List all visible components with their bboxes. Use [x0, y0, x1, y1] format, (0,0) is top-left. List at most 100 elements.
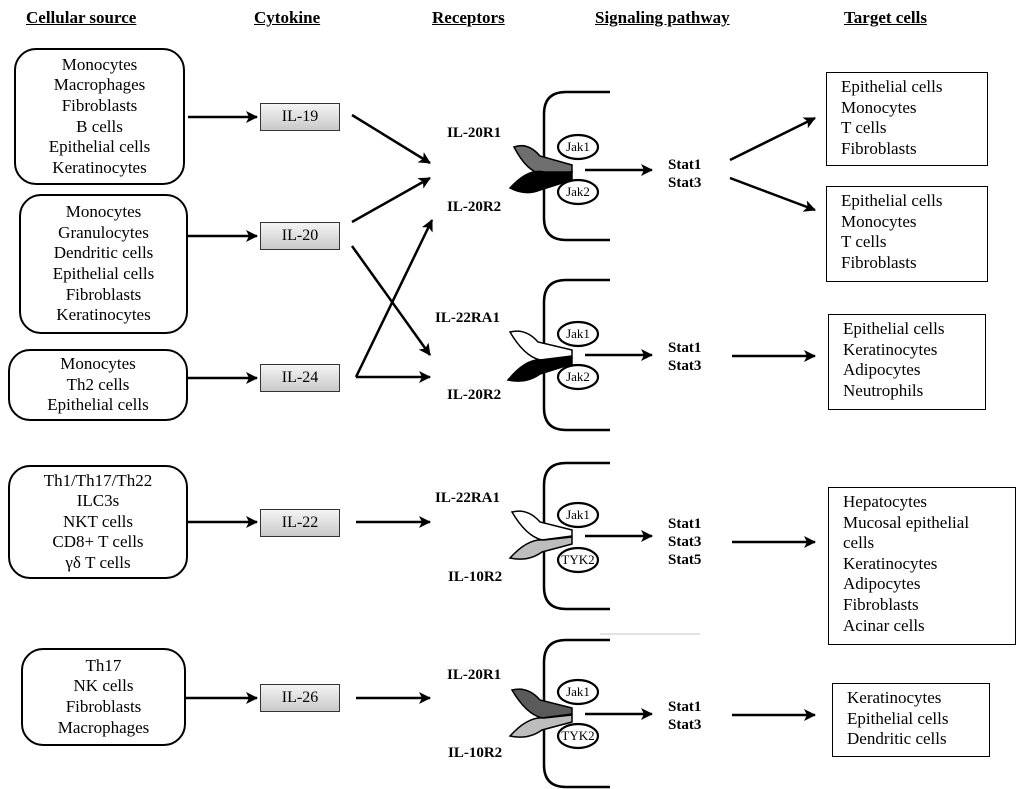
target-cell: Adipocytes: [843, 360, 921, 380]
target-cell: Dendritic cells: [847, 729, 947, 749]
arrow-il20-to-receptor1: [351, 176, 431, 224]
stat-group-4: Stat1 Stat3: [668, 698, 701, 734]
kinase-label: Jak1: [566, 684, 590, 699]
receptor-label-top-2: IL-22RA1: [435, 310, 501, 326]
cytokine-box-il24: IL-24: [260, 364, 340, 392]
source-cell: Th17: [85, 655, 122, 675]
cytokine-box-il19: IL-19: [260, 103, 340, 131]
target-cell: Hepatocytes: [843, 492, 928, 511]
source-cell: Epithelial cells: [47, 395, 149, 415]
arrow-il24-to-receptor1: [354, 219, 434, 378]
kinase-oval: [556, 178, 600, 206]
source-cell: ILC3s: [76, 491, 120, 511]
stat-label: Stat3: [668, 358, 702, 374]
receptor-complex-1: [508, 144, 573, 194]
target-cell: Epithelial cells: [847, 708, 949, 728]
source-box-il24: Monocytes Th2 cells Epithelial cells: [8, 349, 188, 421]
stat-group-2: Stat1 Stat3: [668, 339, 701, 375]
arrow-il19-to-receptor: [351, 113, 431, 165]
source-cell: Monocytes: [65, 202, 142, 222]
arrow-il20-to-receptor2: [350, 245, 432, 356]
kinase-oval: [556, 678, 600, 706]
receptor-complex-2: [506, 330, 573, 382]
source-cell: CD8+ T cells: [52, 532, 144, 552]
source-cell: Fibroblasts: [65, 284, 142, 304]
source-cell: Epithelial cells: [52, 264, 155, 283]
target-cell: Keratinocytes: [843, 339, 938, 359]
header-receptors: Receptors: [432, 8, 505, 27]
kinase-oval: [556, 320, 600, 348]
header-cytokine: Cytokine: [254, 8, 321, 27]
source-cell: B cells: [76, 116, 123, 136]
source-cell: Macrophages: [53, 75, 146, 95]
source-cell: Keratinocytes: [52, 157, 147, 177]
source-cell: Monocytes: [61, 54, 138, 74]
stat-label: Stat3: [668, 717, 702, 733]
kinase-label: Jak1: [566, 326, 590, 341]
source-cell: Keratinocytes: [56, 305, 151, 325]
target-cell: cells: [843, 533, 875, 553]
target-cell: Neutrophils: [843, 380, 924, 400]
source-box-il22: Th1/Th17/Th22 ILC3s NKT cells CD8+ T cel…: [8, 465, 188, 579]
receptor-complex-4: [508, 688, 573, 738]
source-cell: Granulocytes: [58, 222, 149, 242]
target-box-4: Hepatocytes Mucosal epithelial cells Ker…: [828, 487, 1016, 645]
arrow-stat-to-target-1: [729, 116, 816, 162]
receptor-label-bottom-1: IL-20R2: [447, 199, 502, 215]
target-cell: Epithelial cells: [843, 319, 945, 338]
cytokine-box-il22: IL-22: [260, 509, 340, 537]
stat-group-1: Stat1 Stat3: [668, 156, 701, 192]
source-cell: Monocytes: [60, 354, 136, 374]
target-cell: Epithelial cells: [841, 191, 943, 210]
kinase-oval: [556, 722, 600, 750]
kinase-oval: [556, 133, 600, 161]
target-cell: Keratinocytes: [847, 688, 942, 707]
kinase-label: Jak2: [566, 369, 590, 384]
source-cell: Th2 cells: [66, 374, 130, 394]
stat-label: Stat3: [668, 534, 702, 550]
source-cell: γδ T cells: [65, 552, 131, 572]
header-target-cells: Target cells: [844, 8, 927, 27]
source-cell: Fibroblasts: [61, 95, 138, 115]
target-cell: Fibroblasts: [841, 252, 917, 272]
target-cell: Mucosal epithelial: [843, 512, 970, 532]
target-cell: Adipocytes: [843, 574, 921, 594]
stat-label: Stat1: [668, 340, 702, 356]
header-signaling-pathway: Signaling pathway: [595, 8, 730, 27]
source-cell: Dendritic cells: [53, 243, 154, 263]
receptor-label-bottom-3: IL-10R2: [448, 569, 503, 585]
stat-label: Stat1: [668, 699, 702, 715]
kinase-label: TYK2: [561, 728, 594, 743]
cytokine-box-il26: IL-26: [260, 684, 340, 712]
receptor-complex-3: [508, 510, 573, 560]
receptor-label-top-1: IL-20R1: [447, 125, 502, 141]
kinase-label: Jak1: [566, 139, 590, 154]
arrow-stat-to-target-2: [729, 176, 816, 212]
stat-label: Stat3: [668, 175, 702, 191]
source-box-il19: Monocytes Macrophages Fibroblasts B cell…: [14, 48, 185, 185]
target-cell: Fibroblasts: [841, 138, 917, 158]
source-cell: Fibroblasts: [65, 697, 142, 716]
target-cell: Monocytes: [841, 97, 917, 117]
source-cell: Macrophages: [57, 717, 150, 737]
target-cell: T cells: [841, 232, 887, 252]
stat-label: Stat5: [668, 552, 702, 568]
source-cell: Epithelial cells: [48, 137, 151, 157]
target-cell: Keratinocytes: [843, 553, 938, 573]
header-cellular-source: Cellular source: [26, 8, 137, 27]
source-cell: Th1/Th17/Th22: [43, 470, 153, 490]
target-cell: Fibroblasts: [843, 594, 919, 614]
target-box-2: Epithelial cells Monocytes T cells Fibro…: [826, 186, 988, 282]
source-cell: NK cells: [73, 676, 134, 696]
kinase-label: TYK2: [561, 552, 594, 567]
stat-label: Stat1: [668, 157, 702, 173]
cytokine-box-il20: IL-20: [260, 222, 340, 250]
source-cell: NKT cells: [62, 511, 134, 531]
kinase-oval: [556, 363, 600, 391]
target-cell: Epithelial cells: [841, 77, 943, 96]
stat-label: Stat1: [668, 516, 702, 532]
source-box-il26: Th17 NK cells Fibroblasts Macrophages: [21, 648, 186, 746]
receptor-label-top-4: IL-20R1: [447, 667, 502, 683]
target-cell: Monocytes: [841, 211, 917, 231]
